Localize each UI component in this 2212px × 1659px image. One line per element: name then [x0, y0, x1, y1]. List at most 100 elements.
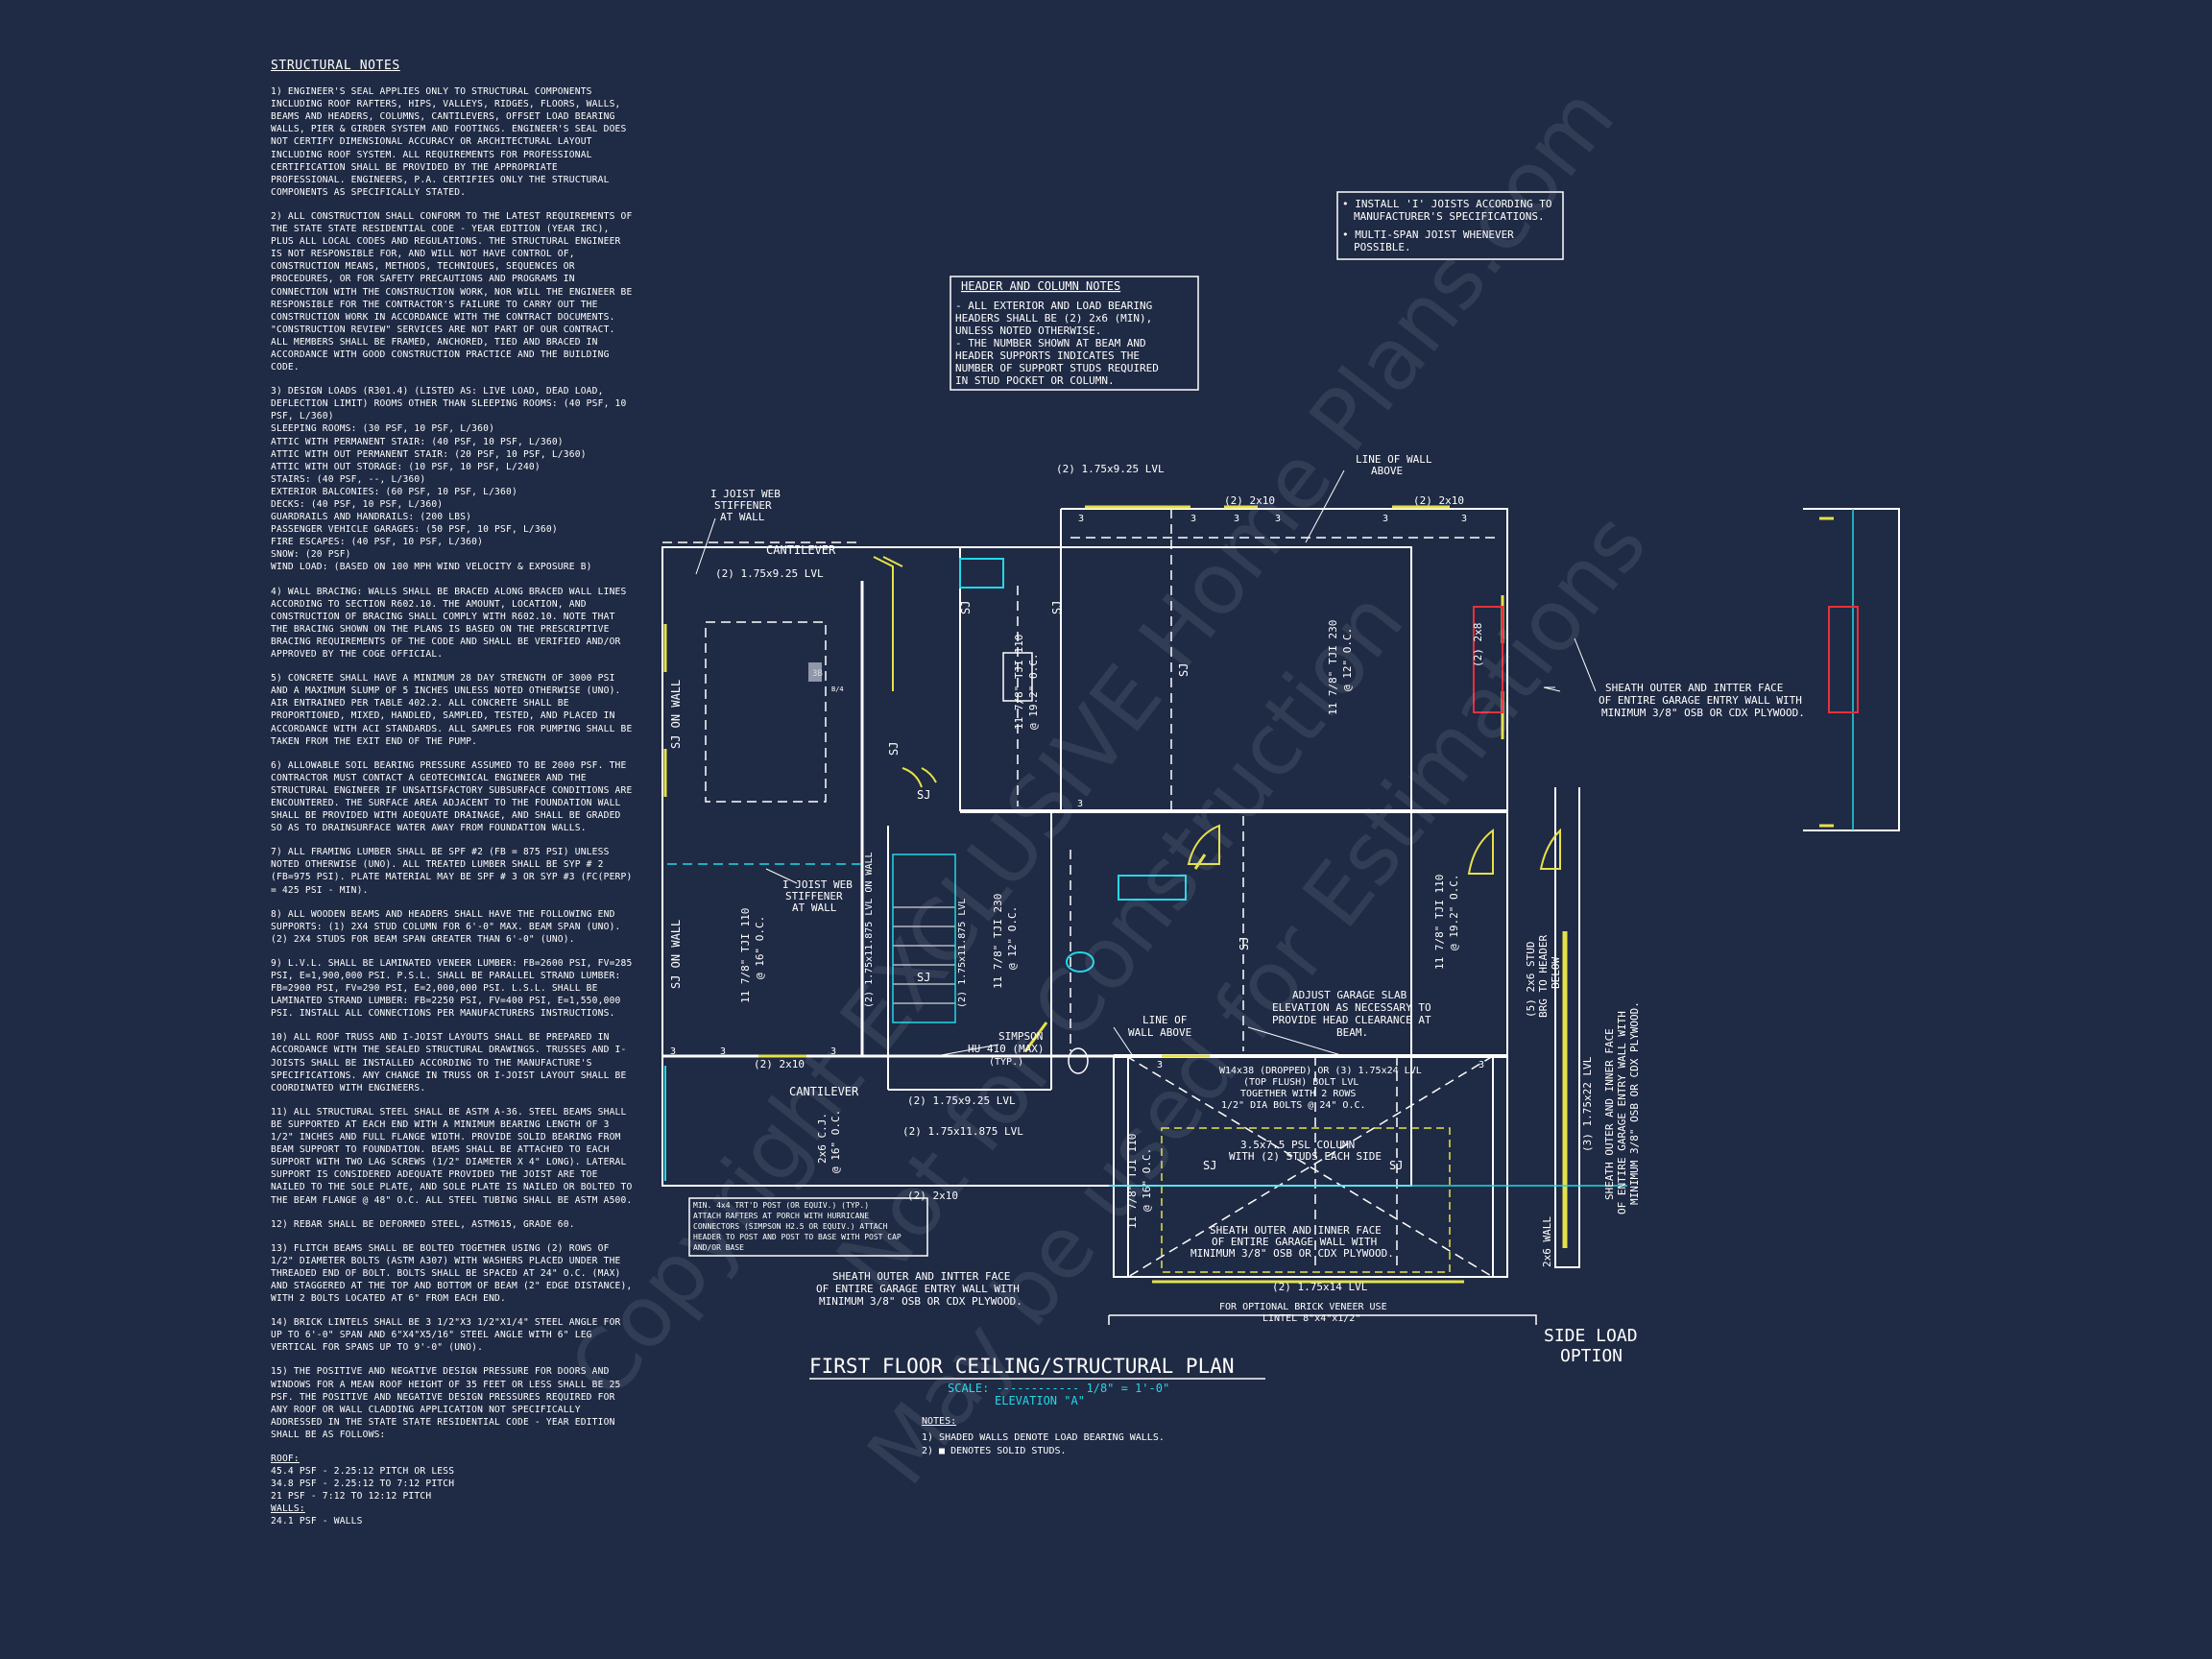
sheath-note: MINIMUM 3/8" OSB OR CDX PLYWOOD. [819, 1295, 1022, 1308]
leader-line [1305, 469, 1345, 543]
stud-count: 3 [1077, 799, 1083, 809]
sj-label: SJ [1050, 601, 1064, 614]
stud-note: BELOW [1550, 957, 1562, 989]
joist-spacing-label: @ 12" O.C. [1341, 628, 1354, 691]
lvl-label: (2) 1.75x9.25 LVL [1056, 463, 1165, 475]
simpson-label: HU 410 (MAX) [968, 1043, 1044, 1055]
walls-label: WALLS: [271, 1503, 305, 1515]
lvl-label: (2) 1.75x11.875 LVL [957, 899, 968, 1008]
plan-elevation: ELEVATION "A" [995, 1394, 1085, 1407]
brick-veneer-line [1108, 1314, 1537, 1325]
slab-note: PROVIDE HEAD CLEARANCE AT [1272, 1014, 1431, 1026]
stud-count: 3 [1157, 1060, 1163, 1070]
post-note: AND/OR BASE [693, 1243, 744, 1252]
column-note: WITH (2) STUDS EACH SIDE [1229, 1150, 1382, 1163]
sheath-note: SHEATH OUTER AND INTTER FACE [832, 1270, 1010, 1283]
stiffener-label: AT WALL [792, 902, 837, 914]
sheath-note: MINIMUM 3/8" OSB OR CDX PLYWOOD. [1190, 1247, 1394, 1260]
header-note-line: HEADERS SHALL BE (2) 2x6 (MIN), [955, 312, 1152, 325]
joist-spacing-label: @ 12" O.C. [1006, 906, 1019, 970]
brick-note: FOR OPTIONAL BRICK VENEER USE [1219, 1302, 1387, 1312]
island [1002, 652, 1033, 702]
header-notes-title: HEADER AND COLUMN NOTES [961, 279, 1120, 293]
note-7: 7) ALL FRAMING LUMBER SHALL BE SPF #2 (F… [271, 847, 638, 896]
lvl-label: (2) 1.75x11.875 LVL [902, 1125, 1023, 1138]
walls-line: 24.1 PSF - WALLS [271, 1516, 363, 1527]
design-load-line: EXTERIOR BALCONIES: (60 PSF, 10 PSF, L/3… [271, 486, 517, 497]
post-note: CONNECTORS (SIMPSON H2.5 OR EQUIV.) ATTA… [693, 1222, 887, 1231]
slab-note: ELEVATION AS NECESSARY TO [1272, 1001, 1431, 1014]
garage-beam-diagonal [1127, 1055, 1494, 1278]
note-14: 14) BRICK LINTELS SHALL BE 3 1/2"x3 1/2"… [271, 1317, 627, 1354]
stiffener-label: STIFFENER [785, 890, 843, 902]
stiffener-label: I JOIST WEB [782, 878, 853, 891]
stiffener-label: I JOIST WEB [710, 488, 781, 500]
psl-column-outline [1161, 1127, 1451, 1273]
design-load-line: SNOW: (20 PSF) [271, 549, 351, 561]
line-of-wall-label: LINE OF WALL [1356, 453, 1432, 466]
joist-note-line: MANUFACTURER'S SPECIFICATIONS. [1354, 210, 1545, 223]
stud-note: (5) 2x6 STUD [1525, 942, 1537, 1018]
stair-treads [893, 906, 955, 1023]
simpson-label: (TYP.) [989, 1057, 1023, 1068]
design-load-line: ATTIC WITH OUT STORAGE: (10 PSF, 10 PSF,… [271, 461, 541, 472]
note-10: 10) ALL ROOF TRUSS AND I-JOIST LAYOUTS S… [271, 1032, 633, 1094]
sheath-note: OF ENTIRE GARAGE ENTRY WALL WITH [816, 1283, 1020, 1295]
design-load-line: DEFLECTION LIMIT) ROOMS OTHER THAN SLEEP… [271, 398, 627, 410]
leader-line [695, 517, 716, 575]
door-swing [1023, 854, 1207, 1052]
leader-line [1247, 1026, 1345, 1057]
plan-scale: SCALE: ------------ 1/8" = 1'-0" [948, 1382, 1169, 1395]
note-5: 5) CONCRETE SHALL HAVE A MINIMUM 28 DAY … [271, 673, 638, 747]
note-12: 12) REBAR SHALL BE DEFORMED STEEL, ASTM6… [271, 1218, 575, 1230]
kitchen-counter [873, 556, 903, 691]
header-note-line: IN STUD POCKET OR COLUMN. [955, 374, 1115, 387]
sheath-note: MINIMUM 3/8" OSB OR CDX PLYWOOD. [1628, 1001, 1641, 1205]
structural-notes-title: STRUCTURAL NOTES [271, 59, 400, 73]
header-note-line: NUMBER OF SUPPORT STUDS REQUIRED [955, 362, 1159, 374]
joist-spec-label: 11 7/8" TJI 110 [1433, 875, 1446, 970]
design-load-line: STAIRS: (40 PSF, --, L/360) [271, 473, 426, 485]
side-load-label: OPTION [1560, 1346, 1623, 1366]
design-load-line: ATTIC WITH OUT PERMANENT STAIR: (20 PSF,… [271, 448, 587, 460]
joist-spec-label: 11 7/8" TJI 230 [1327, 620, 1339, 715]
design-load-line: WIND LOAD: (BASED ON 100 MPH WIND VELOCI… [271, 562, 592, 573]
side-garage-outline [1803, 508, 1900, 831]
post-note: HEADER TO POST AND POST TO BASE WITH POS… [693, 1233, 902, 1241]
joist-spec-label: 11 7/8" TJI 110 [1013, 635, 1025, 730]
note-11: 11) ALL STRUCTURAL STEEL SHALL BE ASTM A… [271, 1106, 638, 1206]
leader-line [765, 868, 798, 884]
sheath-note: SHEATH OUTER AND INNER FACE [1210, 1224, 1382, 1237]
header-mark [1819, 517, 1834, 828]
sj-label: SJ [1238, 937, 1251, 950]
lvl-label: (2) 1.75x14 LVL [1272, 1281, 1368, 1293]
slab-note: ADJUST GARAGE SLAB [1292, 989, 1407, 1001]
side-load-wall [1554, 787, 1580, 1268]
sj-label: SJ [959, 601, 973, 614]
line-of-wall-label: LINE OF [1142, 1014, 1187, 1026]
stiffener-label: STIFFENER [714, 499, 772, 512]
fireplace-outline [1828, 606, 1859, 713]
stud-count: 3 [830, 1046, 836, 1057]
header-size-label: (2) 2x10 [754, 1058, 805, 1070]
sheath-note: OF ENTIRE GARAGE ENTRY WALL WITH [1599, 694, 1802, 707]
stud-note: BRG TO HEADER [1537, 935, 1550, 1018]
note-13: 13) FLITCH BEAMS SHALL BE BOLTED TOGETHE… [271, 1242, 638, 1305]
design-loads: 3) DESIGN LOADS (R301.4) (LISTED AS: LIV… [271, 385, 636, 573]
stud-count: 3 [720, 1046, 726, 1057]
post-note: ATTACH RAFTERS AT PORCH WITH HURRICANE [693, 1212, 869, 1220]
solid-stud-block [808, 662, 822, 682]
design-load-line: SLEEPING ROOMS: (30 PSF, 10 PSF, L/360) [271, 423, 495, 435]
joist-spacing-label: @ 16" O.C. [1141, 1148, 1153, 1212]
column-note: 3.5x7.5 PSL COLUMN [1240, 1139, 1355, 1151]
note-4: 4) WALL BRACING: WALLS SHALL BE BRACED A… [271, 586, 633, 661]
design-load-line: 3) DESIGN LOADS (R301.4) (LISTED AS: LIV… [271, 386, 604, 397]
header-notes-box [950, 276, 1199, 391]
line-of-wall-label: ABOVE [1371, 465, 1403, 477]
joist-note-line: • INSTALL 'I' JOISTS ACCORDING TO [1342, 198, 1552, 210]
sheath-note: OF ENTIRE GARAGE WALL WITH [1212, 1236, 1377, 1248]
post-note-box [688, 1197, 928, 1257]
stud-count: 3 [1382, 514, 1388, 524]
sj-label: SJ [1203, 1159, 1216, 1172]
